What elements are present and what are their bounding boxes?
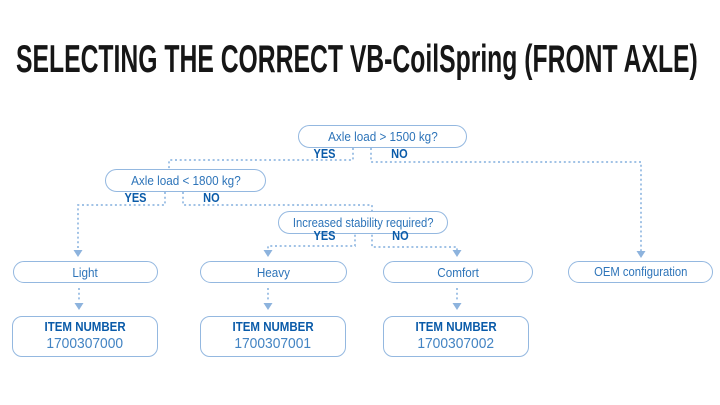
arrowhead-oem (636, 251, 646, 258)
decision-increased-stability-label: Increased stability required? (292, 215, 434, 230)
item-number-box-1: ITEM NUMBER 1700307000 (12, 316, 158, 357)
result-oem-configuration-label: OEM configuration (593, 265, 688, 279)
arrowhead-item1 (74, 303, 84, 310)
arrowhead-comfort (452, 250, 462, 257)
connector-q3-no-to-comfort (371, 230, 458, 250)
result-comfort: Comfort (383, 261, 533, 283)
q2-yes-label: YES (124, 191, 147, 205)
item-number-heading: ITEM NUMBER (415, 320, 497, 334)
page-title: SELECTING THE CORRECT VB-CoilSpring (FRO… (16, 40, 720, 80)
item-number-box-3: ITEM NUMBER 1700307002 (383, 316, 529, 357)
page-title-text: SELECTING THE CORRECT VB-CoilSpring (FRO… (16, 38, 698, 81)
result-light: Light (13, 261, 158, 283)
arrowhead-item2 (263, 303, 273, 310)
result-oem-configuration: OEM configuration (568, 261, 713, 283)
decision-increased-stability: Increased stability required? (278, 211, 448, 234)
arrowhead-light (73, 250, 83, 257)
item-number-value: 1700307002 (417, 335, 495, 352)
result-comfort-label: Comfort (437, 264, 479, 280)
decision-axle-load-1800: Axle load < 1800 kg? (105, 169, 266, 192)
q1-no-label: NO (390, 147, 408, 161)
q1-yes-label: YES (313, 147, 336, 161)
result-heavy-label: Heavy (256, 264, 291, 280)
item-number-box-2: ITEM NUMBER 1700307001 (200, 316, 346, 357)
connector-q1-yes-to-q2 (168, 148, 354, 170)
item-number-value: 1700307001 (234, 335, 312, 352)
connector-q3-yes-to-heavy (267, 230, 356, 250)
decision-axle-load-1500-label: Axle load > 1500 kg? (327, 129, 438, 144)
decision-axle-load-1500: Axle load > 1500 kg? (298, 125, 467, 148)
arrowhead-item3 (452, 303, 462, 310)
item-number-heading: ITEM NUMBER (44, 320, 126, 334)
item-number-heading: ITEM NUMBER (232, 320, 314, 334)
q3-yes-label: YES (313, 229, 336, 243)
connector-q2-yes-to-light (77, 192, 166, 250)
q3-no-label: NO (391, 229, 409, 243)
connector-q2-no-to-q3 (182, 192, 373, 211)
decision-axle-load-1800-label: Axle load < 1800 kg? (130, 173, 241, 188)
result-heavy: Heavy (200, 261, 347, 283)
result-light-label: Light (72, 264, 99, 280)
q2-no-label: NO (202, 191, 220, 205)
item-number-value: 1700307000 (46, 335, 124, 352)
arrowhead-heavy (263, 250, 273, 257)
